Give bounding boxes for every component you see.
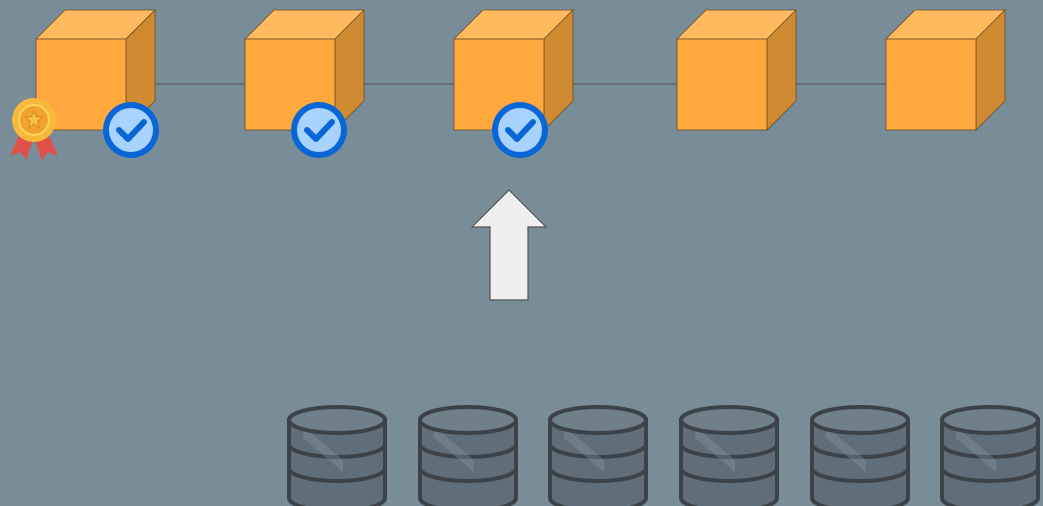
checkmark-circle-icon (291, 102, 347, 158)
up-arrow-icon (470, 189, 548, 301)
database-icon (940, 405, 1040, 506)
block-cube (676, 9, 797, 131)
block-front-face (885, 38, 977, 131)
database-icon (548, 405, 648, 506)
block-front-face (676, 38, 768, 131)
database-icon (418, 405, 518, 506)
block-badges (10, 98, 548, 160)
database-icon (810, 405, 910, 506)
database-row (287, 405, 1040, 506)
database-icon (287, 405, 387, 506)
up-arrow (470, 189, 548, 301)
checkmark-circle-icon (492, 102, 548, 158)
database-icon (679, 405, 779, 506)
award-medal-icon (10, 98, 58, 160)
checkmark-circle-icon (103, 102, 159, 158)
block-cube (885, 9, 1006, 131)
